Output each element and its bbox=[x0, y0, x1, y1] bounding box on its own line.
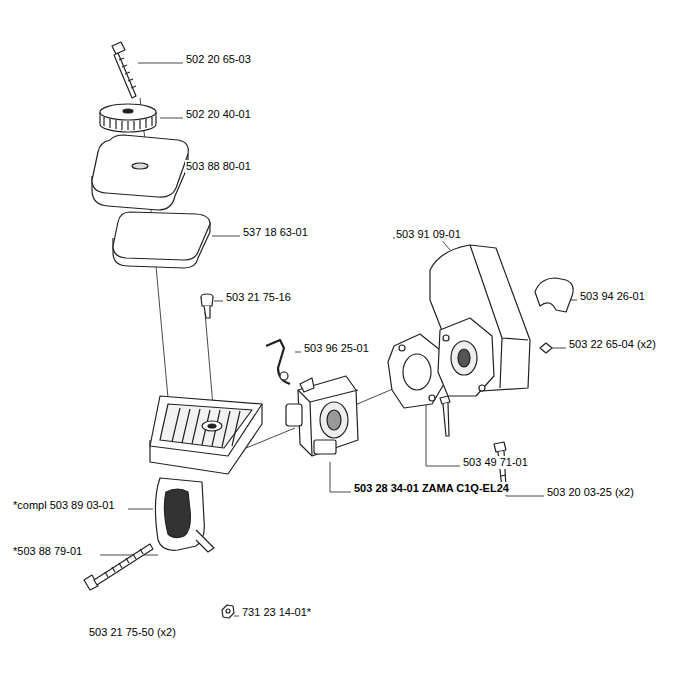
filter-base bbox=[202, 421, 222, 431]
part-number: 503 21 75-50 (x2) bbox=[88, 626, 177, 639]
screw bbox=[443, 403, 449, 436]
choke-link bbox=[266, 340, 290, 384]
gasket bbox=[399, 345, 405, 351]
carburetor bbox=[298, 390, 358, 456]
leader-line bbox=[552, 348, 566, 349]
carburetor bbox=[320, 402, 348, 438]
screw bbox=[440, 396, 450, 404]
leader-line bbox=[426, 405, 460, 466]
carburetor bbox=[300, 378, 314, 392]
part-number: 731 23 14-01* bbox=[241, 606, 312, 619]
leader-line bbox=[295, 352, 301, 353]
filter-base bbox=[160, 404, 252, 448]
part-number: 503 20 03-25 (x2) bbox=[546, 486, 635, 499]
screw bbox=[112, 42, 136, 98]
nut bbox=[222, 605, 234, 618]
screw bbox=[440, 396, 506, 488]
bolt bbox=[84, 544, 153, 590]
gasket bbox=[388, 334, 444, 408]
screw bbox=[201, 294, 213, 318]
part-number: 537 18 63-01 bbox=[242, 226, 309, 239]
leader-line bbox=[214, 301, 223, 302]
carburetor bbox=[327, 410, 341, 430]
air-filter bbox=[113, 212, 210, 260]
filter-cover bbox=[92, 135, 188, 197]
screw bbox=[114, 53, 136, 98]
part-number: 503 28 34-01 ZAMA C1Q-EL24 bbox=[353, 482, 510, 495]
handle bbox=[164, 489, 190, 538]
leader-line bbox=[128, 509, 153, 510]
bolt bbox=[105, 549, 143, 577]
air-filter bbox=[113, 212, 210, 268]
nut bbox=[222, 605, 234, 618]
leader-line bbox=[234, 616, 239, 617]
handle bbox=[196, 530, 214, 552]
clip bbox=[535, 278, 573, 312]
intake-housing bbox=[430, 245, 530, 396]
nut bbox=[226, 609, 230, 613]
intake-housing bbox=[451, 341, 477, 375]
bolt bbox=[94, 544, 153, 585]
clip bbox=[535, 278, 573, 312]
part-number: 503 88 80-01 bbox=[185, 160, 252, 173]
leader-line bbox=[330, 462, 351, 492]
filter-base bbox=[150, 404, 262, 474]
screw bbox=[201, 297, 213, 306]
carburetor bbox=[286, 376, 358, 456]
carburetor bbox=[286, 404, 302, 426]
screw bbox=[112, 42, 125, 54]
filter-base bbox=[172, 408, 240, 447]
filter-base bbox=[150, 396, 262, 474]
filter-base bbox=[208, 424, 216, 428]
part-number: *compl 503 89 03-01 bbox=[12, 499, 116, 512]
part-number: 503 96 25-01 bbox=[303, 342, 370, 355]
leader-line bbox=[138, 63, 183, 64]
intake-housing bbox=[443, 335, 449, 341]
intake-housing bbox=[479, 385, 485, 391]
knob bbox=[100, 104, 156, 120]
knob bbox=[123, 109, 133, 113]
filter-cover bbox=[92, 135, 188, 210]
nut bbox=[540, 343, 552, 353]
screw bbox=[119, 58, 136, 88]
leader-line bbox=[355, 388, 395, 405]
gasket bbox=[388, 334, 444, 408]
screw bbox=[204, 306, 210, 318]
intake-housing bbox=[438, 318, 494, 396]
part-number: 503 91 09-01 bbox=[395, 228, 462, 241]
carburetor bbox=[314, 440, 336, 454]
filter-base bbox=[150, 396, 262, 456]
leader-line bbox=[160, 118, 183, 119]
choke-link bbox=[266, 340, 290, 384]
filter-cover bbox=[132, 163, 148, 169]
part-number: 503 94 26-01 bbox=[579, 290, 646, 303]
gasket bbox=[403, 354, 431, 390]
part-number: 502 20 40-01 bbox=[185, 108, 252, 121]
leader-line bbox=[506, 490, 544, 496]
part-number: 503 22 65-04 (x2) bbox=[568, 338, 657, 351]
leader-line bbox=[212, 236, 240, 237]
screw bbox=[494, 442, 506, 452]
part-number: 503 49 71-01 bbox=[462, 456, 529, 469]
part-number: 503 21 75-16 bbox=[225, 291, 292, 304]
gasket bbox=[429, 395, 435, 401]
intake-housing bbox=[458, 349, 470, 367]
choke-link bbox=[280, 372, 288, 380]
handle bbox=[155, 478, 214, 552]
nut bbox=[540, 343, 552, 353]
carburetor bbox=[298, 376, 358, 456]
leader-line bbox=[100, 555, 158, 556]
part-number: *503 88 79-01 bbox=[12, 545, 83, 558]
part-number: 502 20 65-03 bbox=[185, 53, 252, 66]
knob bbox=[104, 117, 152, 130]
knob bbox=[100, 104, 156, 132]
